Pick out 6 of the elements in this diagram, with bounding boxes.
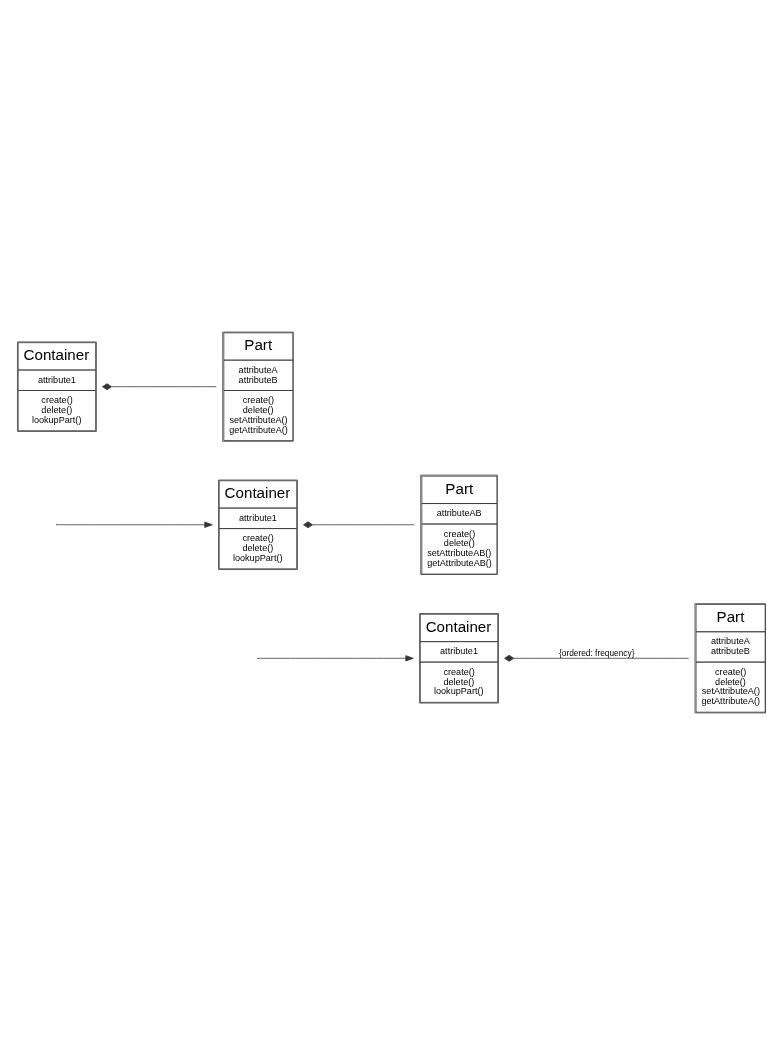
edge-label: {ordered: frequency} — [558, 647, 635, 658]
connector — [504, 654, 690, 662]
arrow — [57, 521, 213, 528]
arrow — [258, 654, 414, 661]
connector — [102, 382, 217, 390]
connector — [303, 520, 415, 528]
